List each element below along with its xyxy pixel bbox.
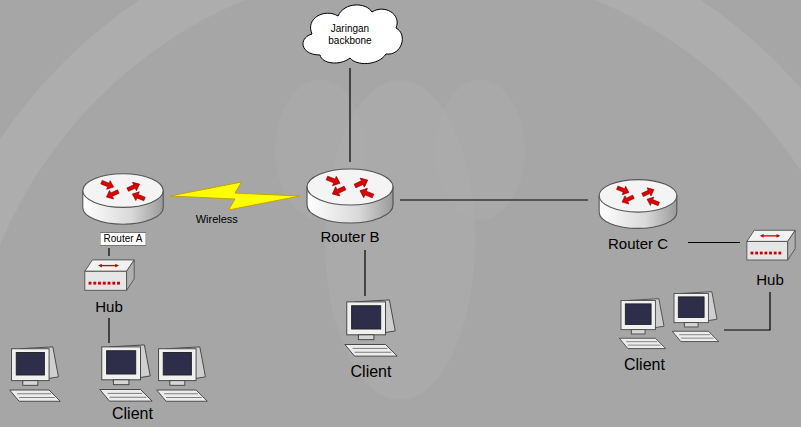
network-link	[108, 318, 109, 343]
link-label: Wireless	[196, 213, 238, 226]
node-label: Router B	[320, 228, 379, 245]
computer-icon	[672, 292, 718, 342]
router-icon	[83, 174, 163, 225]
computer-icon	[10, 347, 61, 401]
computer-icon	[619, 299, 665, 349]
network-link	[688, 242, 740, 243]
computer-icon	[345, 300, 397, 356]
client-node: Client	[612, 286, 724, 376]
network-link	[724, 292, 770, 330]
client-node: Client	[330, 296, 412, 384]
node-label: Router A	[100, 232, 147, 246]
router-node: Router A	[76, 166, 170, 248]
computer-icon	[157, 347, 208, 401]
wireless-link	[170, 182, 300, 210]
router-node: Router C	[588, 173, 688, 259]
node-label: Router C	[608, 235, 668, 252]
network-link	[349, 68, 350, 162]
router-icon	[307, 169, 393, 223]
router-icon	[599, 180, 677, 229]
node-label: Client	[112, 405, 153, 423]
hub-icon	[747, 230, 795, 260]
watermark-figure	[435, 80, 525, 220]
network-link	[108, 248, 109, 256]
network-link	[400, 199, 588, 200]
cloud-label: Jaringan backbone	[318, 23, 382, 46]
cloud-shape	[303, 5, 402, 64]
node-label: Client	[351, 363, 392, 381]
node-label: Hub	[95, 298, 123, 315]
node-label: Hub	[756, 271, 784, 288]
network-link	[364, 250, 365, 296]
cloud-node: Jaringan backbone	[298, 0, 402, 68]
router-node: Router B	[300, 162, 400, 250]
hub-node: Hub	[740, 226, 800, 292]
computer-icon	[100, 345, 152, 401]
hub-icon	[85, 260, 134, 290]
hub-node: Hub	[76, 256, 142, 318]
node-label: Client	[624, 356, 665, 374]
client-node: Client	[0, 343, 216, 425]
